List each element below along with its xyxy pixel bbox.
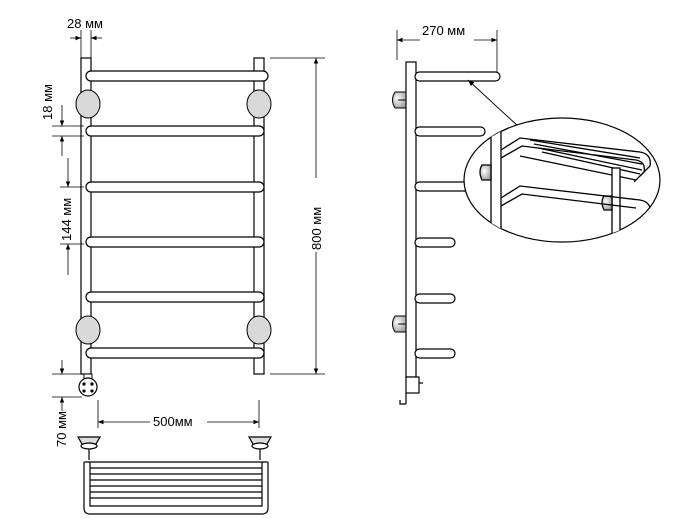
dim-rung-gap: 18 мм [40,84,84,156]
rung [85,181,265,193]
dim-total-height-label: 800 мм [309,207,324,250]
rung [85,347,265,359]
dim-depth: 270 мм [396,23,498,72]
side-rungs [414,71,501,359]
dim-depth-label: 270 мм [422,23,465,38]
dim-tube-diameter-label: 28 мм [67,16,103,31]
side-rung [414,126,486,137]
dim-total-height: 800 мм [270,57,325,375]
dim-width: 500мм [97,400,260,429]
front-view [75,57,272,397]
rungs [85,70,269,359]
detail-view [463,117,661,243]
top-view-shelf [76,436,273,515]
side-wall-mount-bottom [392,315,407,333]
side-rung [414,181,471,192]
side-view [392,61,501,405]
detail-leader-arrow [467,79,521,129]
side-main-tube [405,61,417,378]
dim-tube-diameter: 28 мм [67,16,103,58]
dim-rung-gap-label: 18 мм [40,84,55,120]
right-side-tube [253,57,265,375]
side-rung [414,71,501,82]
rung [85,125,265,137]
dim-section-height-label: 144 мм [59,198,74,241]
side-rung [414,293,456,304]
side-rung [414,348,456,359]
dim-section-height: 144 мм [59,158,84,275]
wall-mount-top-left [75,89,101,119]
side-rung [414,237,456,248]
rung [85,70,269,82]
side-heater-plug [399,376,423,405]
rung [85,291,265,303]
wall-mount-bottom-left [75,315,101,345]
dim-heater-height-label: 70 мм [54,411,69,447]
dim-width-label: 500мм [153,414,193,429]
heater-element [78,373,98,397]
wall-mount-bottom-right [246,315,272,345]
side-wall-mount-top [392,91,407,109]
rung [85,236,265,248]
wall-mount-top-right [246,89,272,119]
dim-heater-height: 70 мм [52,360,82,447]
